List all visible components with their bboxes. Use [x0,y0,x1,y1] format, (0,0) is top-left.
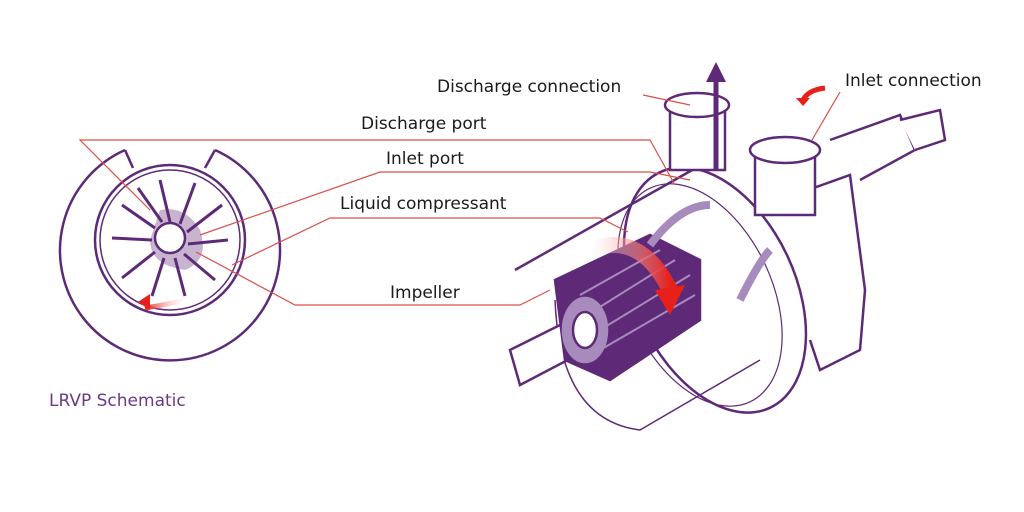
bearing-housing [829,113,917,182]
label-inlet-port: Inlet port [386,149,464,169]
label-liquid-compressant: Liquid compressant [340,194,507,214]
schematic-impeller-blades [111,179,229,297]
rotation-arrow-pump-icon [587,237,678,294]
pump-illustration [508,91,947,431]
schematic-casing [58,148,282,362]
rotation-arrow-icon [144,297,186,311]
leader-discharge-connection [642,94,691,106]
pump-body [779,173,867,372]
schematic-hub [153,221,187,255]
label-discharge-connection: Discharge connection [437,77,622,97]
rotation-arrowhead-icon [138,294,150,310]
leader-liquid-compressant [231,217,629,266]
leader-impeller [195,251,551,306]
shaft-end [899,108,947,152]
leader-inlet-port [199,171,691,236]
lrvp-schematic [58,148,282,362]
leader-discharge-port [78,139,676,211]
caption-lrvp-schematic: LRVP Schematic [49,391,186,411]
label-discharge-port: Discharge port [361,114,487,134]
label-inlet-connection: Inlet connection [845,71,982,91]
leader-lines [78,91,841,306]
label-impeller: Impeller [390,283,460,303]
port-plate [646,201,711,248]
casing-top-line [514,158,711,272]
schematic-inner-ring [93,163,247,317]
leader-inlet-connection [811,91,841,141]
